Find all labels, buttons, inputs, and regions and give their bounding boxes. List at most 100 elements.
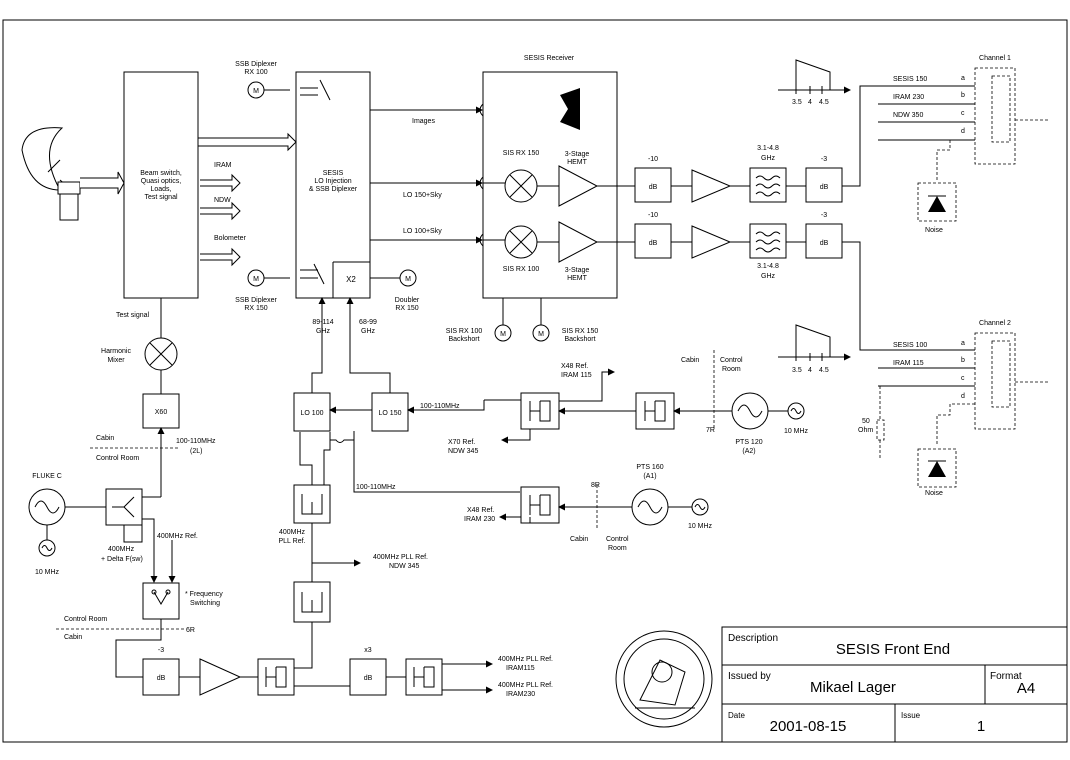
- spectrum-sketch-top: 3.5 4 4.5: [778, 59, 851, 106]
- control-room-label-2: Control Room: [64, 616, 107, 623]
- observatory-seal: [615, 630, 713, 728]
- backshort-rx100-motor: M: [494, 298, 512, 342]
- bandpass-filter-top: [749, 167, 787, 203]
- svg-text:& SSB Diplexer: & SSB Diplexer: [309, 186, 358, 193]
- description-value: SESIS Front End: [836, 641, 950, 658]
- svg-text:SESIS: SESIS: [323, 170, 344, 177]
- issued-by-value: Mikael Lager: [810, 679, 896, 696]
- cabin-ctrl-lower-1: Cabin: [570, 536, 588, 543]
- cabin-ctrl-lower-3: Room: [608, 545, 627, 552]
- svg-text:4.5: 4.5: [819, 99, 829, 106]
- bottom-splitter-1: [257, 658, 295, 696]
- svg-text:3.5: 3.5: [792, 367, 802, 374]
- svg-text:M: M: [253, 88, 259, 95]
- hemt-top-amplifier: [558, 165, 599, 207]
- ch2-line-iram115: IRAM 115: [893, 360, 924, 367]
- svg-text:M: M: [405, 276, 411, 283]
- ten-mhz-source-left: [38, 525, 56, 557]
- ghz-68-label-1: 68-99: [359, 319, 377, 326]
- svg-text:4.5: 4.5: [819, 367, 829, 374]
- pts160-label-2: (A1): [643, 473, 656, 480]
- pts120-label-1: PTS 120: [735, 439, 762, 446]
- freq-switch-label-2: Switching: [190, 600, 220, 607]
- pll-iram230-label-2: IRAM230: [506, 691, 535, 698]
- sis-rx150-label: SIS RX 150: [503, 150, 540, 157]
- x2-label: X2: [346, 275, 356, 284]
- svg-text:dB: dB: [820, 240, 829, 247]
- fluke-label: FLUKE C: [32, 473, 62, 480]
- svg-text:Quasi optics,: Quasi optics,: [141, 178, 182, 185]
- cabin-label-1: Cabin: [96, 435, 114, 442]
- cabin-ctrl-upper-3: Room: [722, 366, 741, 373]
- svg-text:d: d: [961, 128, 965, 135]
- drawing-frame: [2, 19, 1068, 743]
- hemt-top-label-2: HEMT: [567, 159, 588, 166]
- svg-text:b: b: [961, 92, 965, 99]
- if-amp-top: [691, 169, 732, 203]
- sesis-receiver-label: SESIS Receiver: [524, 55, 575, 62]
- bottom-splitter-2: [405, 658, 443, 696]
- lo150-sky-label: LO 150+Sky: [403, 192, 442, 199]
- attenuator-bottom-minus10: [634, 223, 672, 259]
- format-value: A4: [1017, 680, 1035, 697]
- svg-text:4: 4: [808, 99, 812, 106]
- ndw-label: NDW: [214, 197, 231, 204]
- ch1-line-ndw350: NDW 350: [893, 112, 923, 119]
- svg-text:dB: dB: [364, 675, 373, 682]
- svg-text:LO Injection: LO Injection: [314, 178, 351, 185]
- svg-text:4: 4: [808, 367, 812, 374]
- attenuator-top-minus3: [805, 167, 843, 203]
- svg-text:3.1-4.8: 3.1-4.8: [757, 145, 779, 152]
- format-label: Format: [990, 671, 1022, 682]
- noise-source-bottom: Noise: [917, 448, 957, 497]
- backshort-rx150-motor: M: [532, 298, 550, 342]
- cabin-label-2: Cabin: [64, 634, 82, 641]
- backshort150-label-1: SIS RX 150: [562, 328, 599, 335]
- ohm-label-2: Ohm: [858, 427, 873, 434]
- ch1-line-sesis150: SESIS 150: [893, 76, 927, 83]
- lo100-sky-label: LO 100+Sky: [403, 228, 442, 235]
- pll-400-label-1: 400MHz: [279, 529, 306, 536]
- ssb-dip100-label-2: RX 100: [244, 69, 267, 76]
- svg-text:Channel 2: Channel 2: [979, 320, 1011, 327]
- ch1-line-iram230: IRAM 230: [893, 94, 924, 101]
- svg-text:-10: -10: [648, 212, 658, 219]
- eight-r-label: 8R: [591, 482, 600, 489]
- title-block: Description SESIS Front End Issued by Mi…: [721, 626, 1068, 743]
- svg-text:dB: dB: [157, 675, 166, 682]
- delta-f-label-2: + Delta F(sw): [101, 556, 143, 563]
- svg-text:M: M: [253, 276, 259, 283]
- svg-text:b: b: [961, 357, 965, 364]
- cabin-ctrl-upper-1: Cabin: [681, 357, 699, 364]
- ten-mhz-lower-label: 10 MHz: [688, 523, 713, 530]
- backshort100-label-1: SIS RX 100: [446, 328, 483, 335]
- fluke-generator: [28, 488, 66, 526]
- svg-text:LO 100: LO 100: [301, 410, 324, 417]
- svg-text:-10: -10: [648, 156, 658, 163]
- ssb-diplexer-rx150-motor: M: [247, 269, 290, 287]
- svg-text:d: d: [961, 393, 965, 400]
- test-signal-label: Test signal: [116, 312, 150, 319]
- freq-switch-label-1: * Frequency: [185, 591, 223, 598]
- freq-2l-label-1: 100-110MHz: [176, 438, 216, 445]
- ten-mhz-source-upper: [768, 402, 805, 420]
- sis-rx150-mixer: [504, 169, 538, 203]
- delta-f-label-1: 400MHz: [108, 546, 135, 553]
- if-amp-bottom: [691, 225, 732, 259]
- antenna-icon: [21, 127, 81, 221]
- date-value: 2001-08-15: [770, 718, 847, 735]
- beam-switch-label: Beam switch, Quasi optics, Loads, Test s…: [140, 170, 182, 201]
- freq-2l-label-2: (2L): [190, 448, 202, 455]
- receiver-load-icon: [560, 88, 580, 130]
- ch2-line-sesis100: SESIS 100: [893, 342, 927, 349]
- svg-text:-3: -3: [821, 212, 827, 219]
- sesis-receiver-block: [482, 71, 618, 299]
- svg-text:Noise: Noise: [925, 227, 943, 234]
- svg-text:Beam switch,: Beam switch,: [140, 170, 182, 177]
- hemt-bottom-amplifier: [558, 221, 599, 263]
- x48-115-label-1: X48 Ref.: [561, 363, 588, 370]
- sis-rx100-mixer: [504, 225, 538, 259]
- ssb-diplexer-rx100-motor: M: [247, 81, 290, 99]
- svg-text:c: c: [961, 375, 965, 382]
